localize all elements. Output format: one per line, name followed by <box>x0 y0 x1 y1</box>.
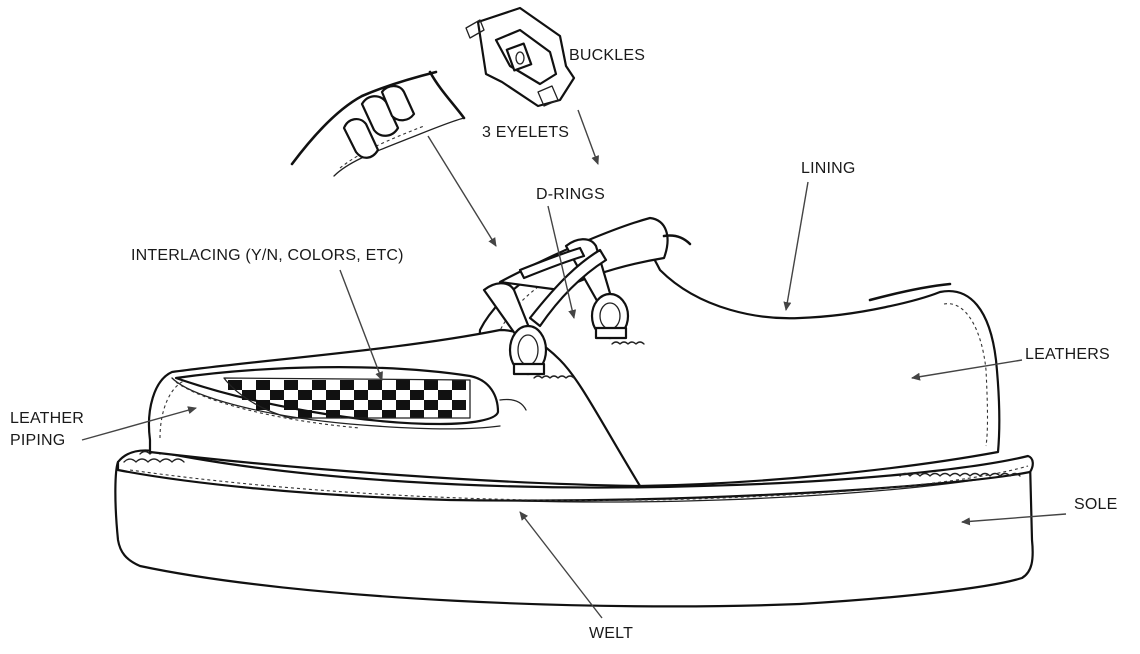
eyelets-leader <box>427 135 497 247</box>
welt-leader <box>519 511 603 619</box>
label-d-rings: D-RINGS <box>536 186 605 203</box>
label-leather-piping: LEATHER PIPING <box>10 408 84 452</box>
piping-leader <box>81 406 197 441</box>
label-eyelets: 3 EYELETS <box>482 124 570 141</box>
label-buckles: BUCKLES <box>569 47 646 64</box>
lining-leader <box>783 181 809 311</box>
label-lining: LINING <box>801 160 856 177</box>
label-leather-piping-line2: PIPING <box>10 432 66 449</box>
interlacing-checker <box>228 380 466 418</box>
eyelets-detail <box>290 70 466 177</box>
label-interlacing: INTERLACING (Y/N, COLORS, ETC) <box>131 247 404 264</box>
label-sole: SOLE <box>1074 496 1118 513</box>
d-rings-leader <box>547 205 577 319</box>
sole-leader <box>961 513 1067 526</box>
straps-and-d-rings <box>482 238 645 379</box>
label-leathers: LEATHERS <box>1025 346 1110 363</box>
welt-shape <box>116 449 1034 502</box>
leader-lines <box>81 109 1067 619</box>
label-leather-piping-line1: LEATHER <box>10 410 85 427</box>
buckle-detail <box>465 6 576 108</box>
buckles-leader <box>577 109 599 165</box>
interlacing-border <box>223 377 471 419</box>
interlacing-leader <box>339 269 383 381</box>
label-welt: WELT <box>589 625 634 642</box>
leathers-leader <box>911 359 1023 381</box>
